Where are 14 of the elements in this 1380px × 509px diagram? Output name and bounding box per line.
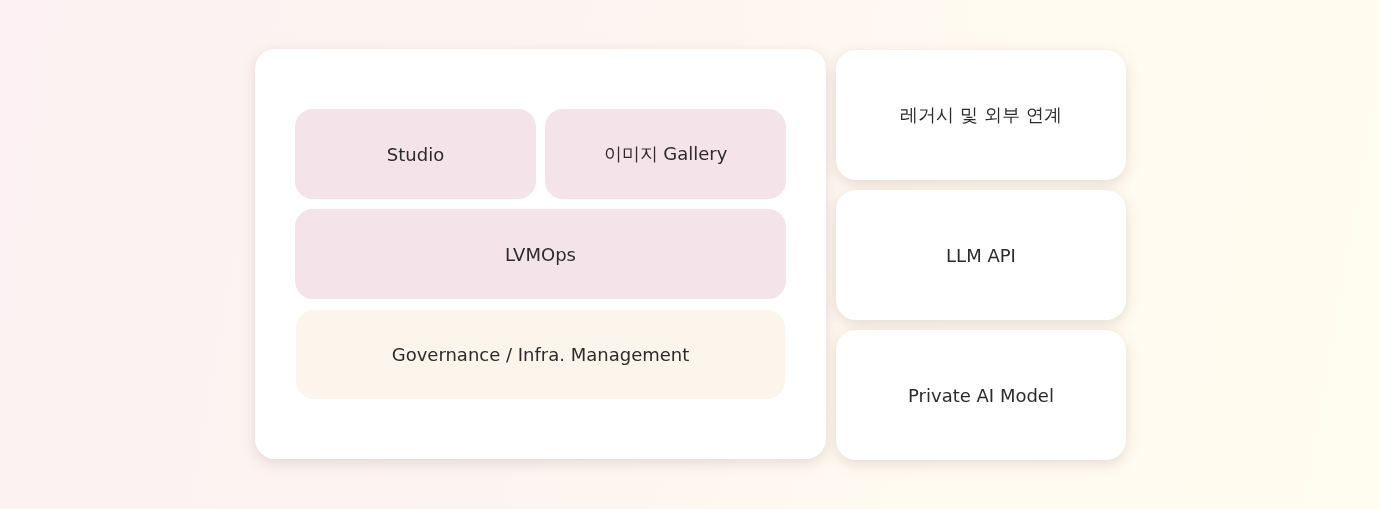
module-label: Private AI Model bbox=[908, 384, 1054, 406]
module-box bbox=[295, 109, 536, 199]
module-box bbox=[836, 330, 1126, 460]
module-label: 레거시 및 외부 연계 bbox=[900, 103, 1062, 127]
module-box bbox=[836, 190, 1126, 320]
module-box bbox=[545, 109, 786, 199]
module-box bbox=[836, 50, 1126, 180]
module-label: Studio bbox=[386, 143, 445, 165]
module-label: LLM API bbox=[946, 244, 1016, 266]
panel-background bbox=[255, 49, 826, 459]
module-label: Governance / Infra. Management bbox=[391, 344, 690, 365]
module-label: 이미지 Gallery bbox=[603, 142, 728, 166]
module-box bbox=[295, 209, 786, 299]
module-label: LVMOps bbox=[505, 243, 576, 265]
